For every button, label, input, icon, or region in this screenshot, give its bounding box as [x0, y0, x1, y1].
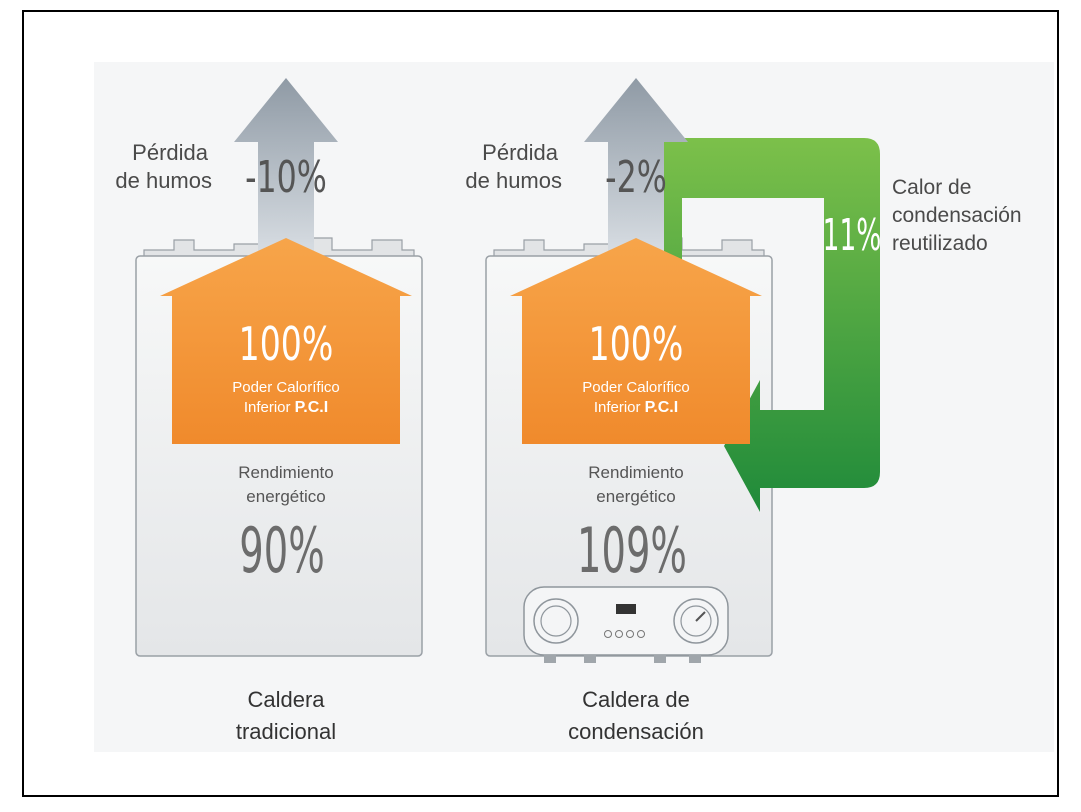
- loss-label-line2: de humos: [115, 168, 212, 193]
- recovered-heat-arrow: [624, 138, 880, 512]
- dial-left-inner: [540, 605, 572, 637]
- input-label-line2: Inferior P.C.I: [594, 399, 678, 416]
- energy-input-arrow: [160, 238, 412, 444]
- input-label-line1: Poder Calorífico: [232, 379, 340, 396]
- input-label-line1: Poder Calorífico: [582, 379, 690, 396]
- gauge-needle: [695, 611, 706, 622]
- pipe-fitting: [544, 655, 556, 663]
- button-4: [637, 630, 645, 638]
- efficiency-percent: 109%: [577, 516, 687, 588]
- caption-line2: condensación: [568, 719, 704, 744]
- button-2: [615, 630, 623, 638]
- recovered-label-line2: condensación: [892, 204, 1022, 227]
- display-screen: [616, 604, 636, 614]
- recovered-label-line1: Calor de: [892, 176, 971, 199]
- input-label-line2: Inferior P.C.I: [244, 399, 328, 416]
- condensing-boiler: [485, 78, 880, 663]
- diagram-frame: Pérdida de humos -10% 100% Poder Caloríf…: [22, 10, 1059, 797]
- efficiency-label-line1: Rendimiento: [238, 463, 333, 482]
- loss-percent: -10%: [245, 152, 327, 204]
- efficiency-label-line2: energético: [246, 487, 325, 506]
- button-1: [604, 630, 612, 638]
- recovered-label-line3: reutilizado: [892, 232, 988, 255]
- traditional-boiler: [135, 78, 423, 657]
- flue-loss-arrow: [234, 78, 338, 272]
- pipe-fitting: [689, 655, 701, 663]
- efficiency-label-line1: Rendimiento: [588, 463, 683, 482]
- recovered-percent: 11%: [823, 209, 882, 261]
- pipe-fitting: [654, 655, 666, 663]
- pressure-gauge-inner: [680, 605, 712, 637]
- input-percent: 100%: [589, 319, 684, 372]
- button-3: [626, 630, 634, 638]
- pressure-gauge: [673, 598, 719, 644]
- input-percent: 100%: [239, 319, 334, 372]
- loss-label-line2: de humos: [465, 168, 562, 193]
- efficiency-percent: 90%: [239, 516, 324, 588]
- dial-left: [533, 598, 579, 644]
- loss-label-line1: Pérdida: [482, 140, 559, 165]
- caption-line2: tradicional: [236, 719, 336, 744]
- boiler-comparison-diagram: Pérdida de humos -10% 100% Poder Caloríf…: [94, 62, 1054, 752]
- efficiency-label-line2: energético: [596, 487, 675, 506]
- energy-input-arrow: [510, 238, 762, 444]
- loss-percent: -2%: [605, 152, 667, 204]
- pipe-fitting: [584, 655, 596, 663]
- caption-line1: Caldera: [247, 687, 325, 712]
- caption-line1: Caldera de: [582, 687, 690, 712]
- loss-label-line1: Pérdida: [132, 140, 209, 165]
- control-panel: [523, 586, 729, 656]
- flue-loss-arrow: [584, 78, 688, 272]
